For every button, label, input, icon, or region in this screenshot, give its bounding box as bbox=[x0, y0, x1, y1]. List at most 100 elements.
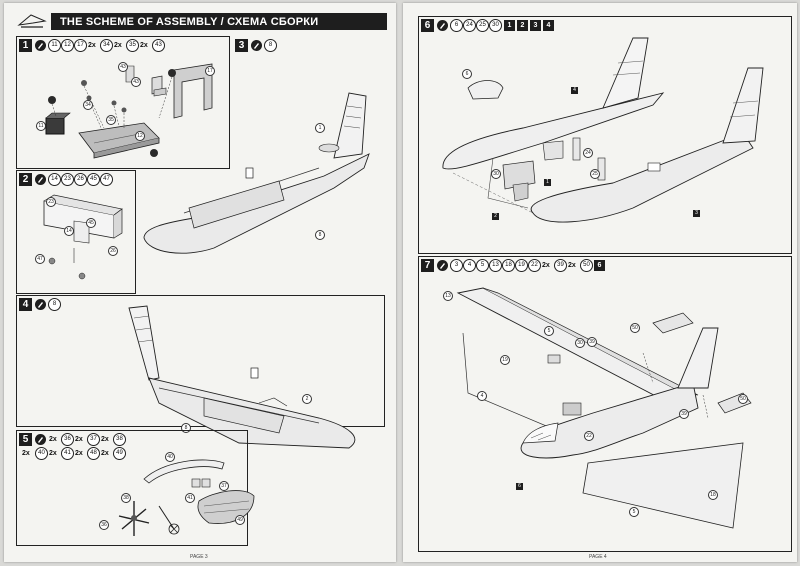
callout: 19 bbox=[500, 355, 510, 365]
step-4-number: 4 bbox=[19, 298, 32, 311]
step-1-panel bbox=[16, 36, 230, 169]
callout: 5 bbox=[544, 326, 554, 336]
step-7-number: 7 bbox=[421, 259, 434, 272]
glue-icon bbox=[35, 434, 46, 445]
part-25: 25 bbox=[476, 19, 489, 32]
callout: 39 bbox=[587, 337, 597, 347]
step-2-number: 2 bbox=[19, 173, 32, 186]
callout: 17 bbox=[205, 66, 215, 76]
callout: 50 bbox=[738, 394, 748, 404]
callout-block: 2 bbox=[492, 213, 499, 220]
callout: 1 bbox=[315, 123, 325, 133]
qty-label: 2x bbox=[49, 436, 57, 443]
part-14: 14 bbox=[48, 173, 61, 186]
part-8: 8 bbox=[264, 39, 277, 52]
callout: 30 bbox=[491, 169, 501, 179]
callout: 26 bbox=[108, 246, 118, 256]
callout: 24 bbox=[583, 148, 593, 158]
step-5-number: 5 bbox=[19, 433, 32, 446]
part-40: 40 bbox=[35, 447, 48, 460]
qty-label: 2x bbox=[88, 42, 96, 49]
glue-icon bbox=[251, 40, 262, 51]
part-13: 13 bbox=[489, 259, 502, 272]
part-24: 24 bbox=[463, 19, 476, 32]
callout: 5 bbox=[629, 507, 639, 517]
subassembly-6: 6 bbox=[594, 260, 605, 271]
step-2-panel bbox=[16, 170, 136, 294]
right-page: 6 6 24 25 30 1 2 3 4 6 30 25 24 4 1 2 3 … bbox=[403, 3, 797, 562]
part-4: 4 bbox=[463, 259, 476, 272]
callout: 39 bbox=[679, 409, 689, 419]
part-37: 37 bbox=[87, 433, 100, 446]
callout: 23 bbox=[46, 197, 56, 207]
callout: 43 bbox=[131, 77, 141, 87]
qty-label: 2x bbox=[22, 450, 30, 457]
glue-icon bbox=[437, 260, 448, 271]
callout: 30 bbox=[575, 338, 585, 348]
part-23: 23 bbox=[61, 173, 74, 186]
qty-label: 2x bbox=[140, 42, 148, 49]
glue-icon bbox=[437, 20, 448, 31]
part-6: 6 bbox=[450, 19, 463, 32]
part-36: 36 bbox=[61, 433, 74, 446]
callout: 43 bbox=[118, 62, 128, 72]
step-5-panel bbox=[16, 430, 248, 546]
qty-label: 2x bbox=[101, 450, 109, 457]
page-number: PAGE 4 bbox=[589, 554, 607, 560]
glue-icon bbox=[35, 174, 46, 185]
callout: 8 bbox=[181, 423, 191, 433]
part-18: 18 bbox=[502, 259, 515, 272]
part-43: 43 bbox=[152, 39, 165, 52]
part-38: 38 bbox=[113, 433, 126, 446]
callout: 37 bbox=[219, 481, 229, 491]
part-12: 12 bbox=[61, 39, 74, 52]
qty-label: 2x bbox=[542, 262, 550, 269]
callout: 18 bbox=[708, 490, 718, 500]
part-48: 48 bbox=[87, 447, 100, 460]
step-6-fuselage-drawing bbox=[442, 37, 764, 223]
part-35: 35 bbox=[126, 39, 139, 52]
qty-label: 2x bbox=[568, 262, 576, 269]
part-47: 47 bbox=[100, 173, 113, 186]
callout: 25 bbox=[590, 169, 600, 179]
callout: 2 bbox=[302, 394, 312, 404]
part-45: 45 bbox=[87, 173, 100, 186]
part-49: 49 bbox=[113, 447, 126, 460]
page-title: THE SCHEME OF ASSEMBLY / СХЕМА СБОРКИ bbox=[60, 16, 319, 28]
callout: 50 bbox=[630, 323, 640, 333]
subassembly-1: 1 bbox=[504, 20, 515, 31]
step-7-wing-assembly-drawing bbox=[456, 287, 752, 529]
callout: 41 bbox=[185, 493, 195, 503]
part-3: 3 bbox=[450, 259, 463, 272]
part-8: 8 bbox=[48, 298, 61, 311]
callout: 40 bbox=[165, 452, 175, 462]
step-3-hull-drawing bbox=[143, 92, 370, 254]
part-34: 34 bbox=[100, 39, 113, 52]
callout: 34 bbox=[83, 100, 93, 110]
callout: 36 bbox=[99, 520, 109, 530]
step-3-number: 3 bbox=[235, 39, 248, 52]
callout: 12 bbox=[135, 131, 145, 141]
header-bar bbox=[51, 13, 387, 30]
callout: 47 bbox=[35, 254, 45, 264]
callout: 14 bbox=[64, 226, 74, 236]
callout: 35 bbox=[106, 115, 116, 125]
part-50: 50 bbox=[580, 259, 593, 272]
step-6-panel bbox=[418, 16, 792, 254]
subassembly-2: 2 bbox=[517, 20, 528, 31]
callout: 22 bbox=[584, 431, 594, 441]
subassembly-4: 4 bbox=[543, 20, 554, 31]
part-19: 19 bbox=[515, 259, 528, 272]
callout: 49 bbox=[235, 515, 245, 525]
callout: 4 bbox=[477, 391, 487, 401]
part-26: 26 bbox=[74, 173, 87, 186]
part-41: 41 bbox=[61, 447, 74, 460]
callout-block: 6 bbox=[516, 483, 523, 490]
part-5: 5 bbox=[476, 259, 489, 272]
step-6-number: 6 bbox=[421, 19, 434, 32]
left-page: THE SCHEME OF ASSEMBLY / СХЕМА СБОРКИ 1 … bbox=[4, 3, 396, 562]
part-17: 17 bbox=[74, 39, 87, 52]
step-1-cockpit-drawing bbox=[45, 63, 213, 159]
step-4-hull-drawing bbox=[128, 305, 356, 449]
part-22: 22 bbox=[528, 259, 541, 272]
